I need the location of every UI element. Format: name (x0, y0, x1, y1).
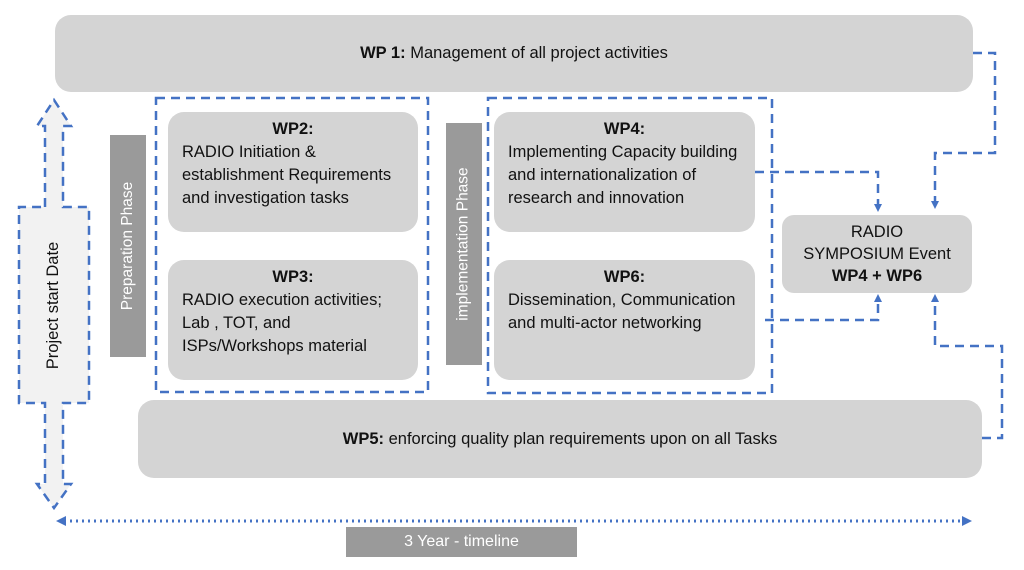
implementation-group-frame (486, 96, 774, 395)
implementation-phase-label: implementation Phase (455, 167, 472, 321)
wp4-text: Implementing Capacity building and inter… (508, 143, 738, 207)
symposium-line1: RADIO (850, 223, 904, 241)
wp1-text: Management of all project activities (410, 44, 668, 62)
project-start-arrow-outline (17, 97, 91, 511)
wp3-text: RADIO execution activities; Lab , TOT, a… (182, 291, 382, 355)
preparation-phase-label: Preparation Phase (119, 181, 137, 311)
wp1-label: WP 1: (360, 44, 406, 62)
wp4-to-symposium-connector (755, 170, 882, 212)
implementation-phase-bar: implementation Phase (446, 123, 482, 365)
project-start-label-box: Project start Date (19, 207, 89, 403)
wp6-to-symposium-connector (765, 294, 882, 322)
project-start-label: Project start Date (44, 241, 63, 369)
wp6-label: WP6: (603, 268, 646, 286)
preparation-group-frame (154, 96, 430, 394)
wp3-label: WP3: (272, 268, 314, 286)
wp2-label: WP2: (272, 120, 314, 138)
wp2-text: RADIO Initiation & establishment Require… (182, 143, 392, 207)
preparation-phase-bar: Preparation Phase (110, 135, 146, 357)
wp5-text: enforcing quality plan requirements upon… (388, 429, 778, 448)
wp4-box: WP4: Implementing Capacity building and … (494, 112, 755, 232)
symposium-line3: WP4 + WP6 (831, 267, 923, 285)
wp5-box: WP5: enforcing quality plan requirements… (138, 400, 982, 478)
wp6-text: Dissemination, Communication and multi-a… (508, 291, 736, 332)
symposium-box: RADIO SYMPOSIUM Event WP4 + WP6 (782, 215, 972, 293)
wp1-to-symposium-connector (931, 51, 997, 209)
wp3-box: WP3: RADIO execution activities; Lab , T… (168, 260, 418, 380)
symposium-line2: SYMPOSIUM Event (803, 245, 951, 263)
timeline-label-box: 3 Year - timeline (346, 527, 577, 557)
wp4-label: WP4: (603, 120, 646, 138)
wp5-to-symposium-connector (931, 294, 1004, 440)
wp6-box: WP6: Dissemination, Communication and mu… (494, 260, 755, 380)
wp2-box: WP2: RADIO Initiation & establishment Re… (168, 112, 418, 232)
wp5-label: WP5: (342, 429, 385, 448)
timeline-label: 3 Year - timeline (404, 533, 519, 550)
wp1-box: WP 1: Management of all project activiti… (55, 15, 973, 92)
